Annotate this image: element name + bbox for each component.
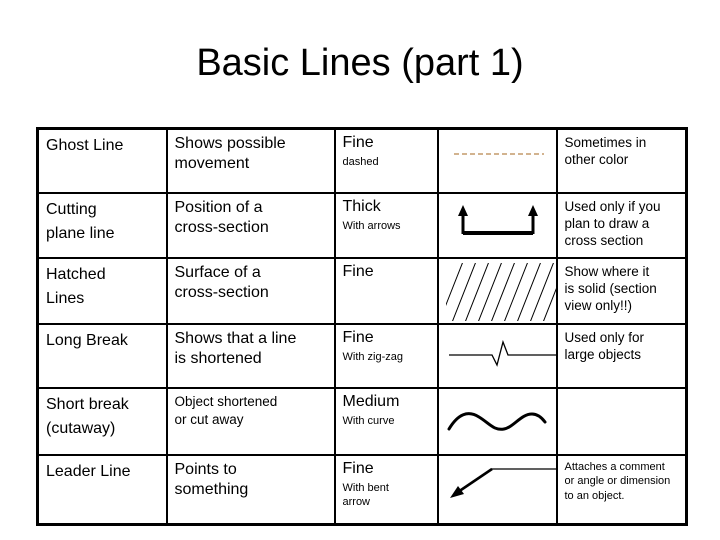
- line-note: [555, 387, 688, 456]
- line-note: Sometimes in other color: [555, 127, 688, 194]
- table-row-ghost-line: Ghost Line Shows possible movement Fine …: [36, 127, 688, 194]
- line-example-cell: [436, 454, 558, 526]
- hatch-lines: [445, 263, 555, 321]
- line-example-cell: [436, 127, 558, 194]
- weight-sublabel: With bent arrow: [342, 482, 389, 509]
- cutting-plane-arrows-icon: [457, 205, 538, 235]
- slide-title: Basic Lines (part 1): [196, 42, 524, 84]
- weight-label: Thick: [342, 198, 381, 215]
- diagonal-hatching-icon: [445, 263, 555, 321]
- line-purpose: Object shortened or cut away: [165, 387, 336, 456]
- weight-sublabel: dashed: [342, 156, 379, 169]
- table-row-hatched-lines: Hatched Lines Surface of a cross-section…: [36, 257, 688, 325]
- right-up-arrowhead: [527, 205, 538, 216]
- weight-label: Medium: [342, 393, 400, 410]
- weight-label: Fine: [342, 263, 374, 280]
- line-weight-cell: Medium With curve: [333, 387, 439, 456]
- wavy-curve-icon: [447, 412, 546, 431]
- left-up-arrowhead: [457, 205, 468, 216]
- weight-sublabel: With curve: [342, 415, 395, 428]
- weight-sublabel: With arrows: [342, 220, 401, 233]
- table-row-leader-line: Leader Line Points to something Fine Wit…: [36, 454, 688, 526]
- leader-arrowhead: [449, 486, 464, 498]
- line-name: Cutting plane line: [36, 192, 168, 259]
- line-name: Short break (cutaway): [36, 387, 168, 456]
- weight-label: Fine: [342, 134, 374, 151]
- line-example-cell: [436, 323, 558, 389]
- long-break-line: [448, 339, 555, 367]
- line-weight-cell: Fine With zig-zag: [333, 323, 439, 389]
- dashed-line-icon: [453, 153, 544, 155]
- bent-arrow-icon: [449, 467, 555, 498]
- weight-label: Fine: [342, 460, 374, 477]
- line-weight-cell: Fine: [333, 257, 439, 325]
- line-example-cell: [436, 387, 558, 456]
- weight-sublabel: With zig-zag: [342, 351, 404, 364]
- line-name: Leader Line: [36, 454, 168, 526]
- line-example-cell: [436, 257, 558, 325]
- table-row-long-break: Long Break Shows that a line is shortene…: [36, 323, 688, 389]
- line-note: Used only for large objects: [555, 323, 688, 389]
- line-note: Attaches a comment or angle or dimension…: [555, 454, 688, 526]
- zigzag-break-icon: [448, 339, 555, 367]
- arrow-stems: [461, 214, 534, 234]
- line-purpose: Points to something: [165, 454, 336, 526]
- table-row-short-break: Short break (cutaway) Object shortened o…: [36, 387, 688, 456]
- basic-lines-table: Ghost Line Shows possible movement Fine …: [36, 127, 688, 526]
- line-name: Hatched Lines: [36, 257, 168, 325]
- line-note: Show where it is solid (section view onl…: [555, 257, 688, 325]
- short-break-curve: [447, 412, 546, 431]
- line-weight-cell: Thick With arrows: [333, 192, 439, 259]
- line-note: Used only if you plan to draw a cross se…: [555, 192, 688, 259]
- line-example-cell: [436, 192, 558, 259]
- line-name: Long Break: [36, 323, 168, 389]
- line-weight-cell: Fine dashed: [333, 127, 439, 194]
- line-purpose: Position of a cross-section: [165, 192, 336, 259]
- line-purpose: Shows possible movement: [165, 127, 336, 194]
- table-row-cutting-plane-line: Cutting plane line Position of a cross-s…: [36, 192, 688, 259]
- weight-label: Fine: [342, 329, 374, 346]
- line-weight-cell: Fine With bent arrow: [333, 454, 439, 526]
- line-purpose: Surface of a cross-section: [165, 257, 336, 325]
- line-purpose: Shows that a line is shortened: [165, 323, 336, 389]
- leader-diagonal-line: [456, 467, 493, 494]
- line-name: Ghost Line: [36, 127, 168, 194]
